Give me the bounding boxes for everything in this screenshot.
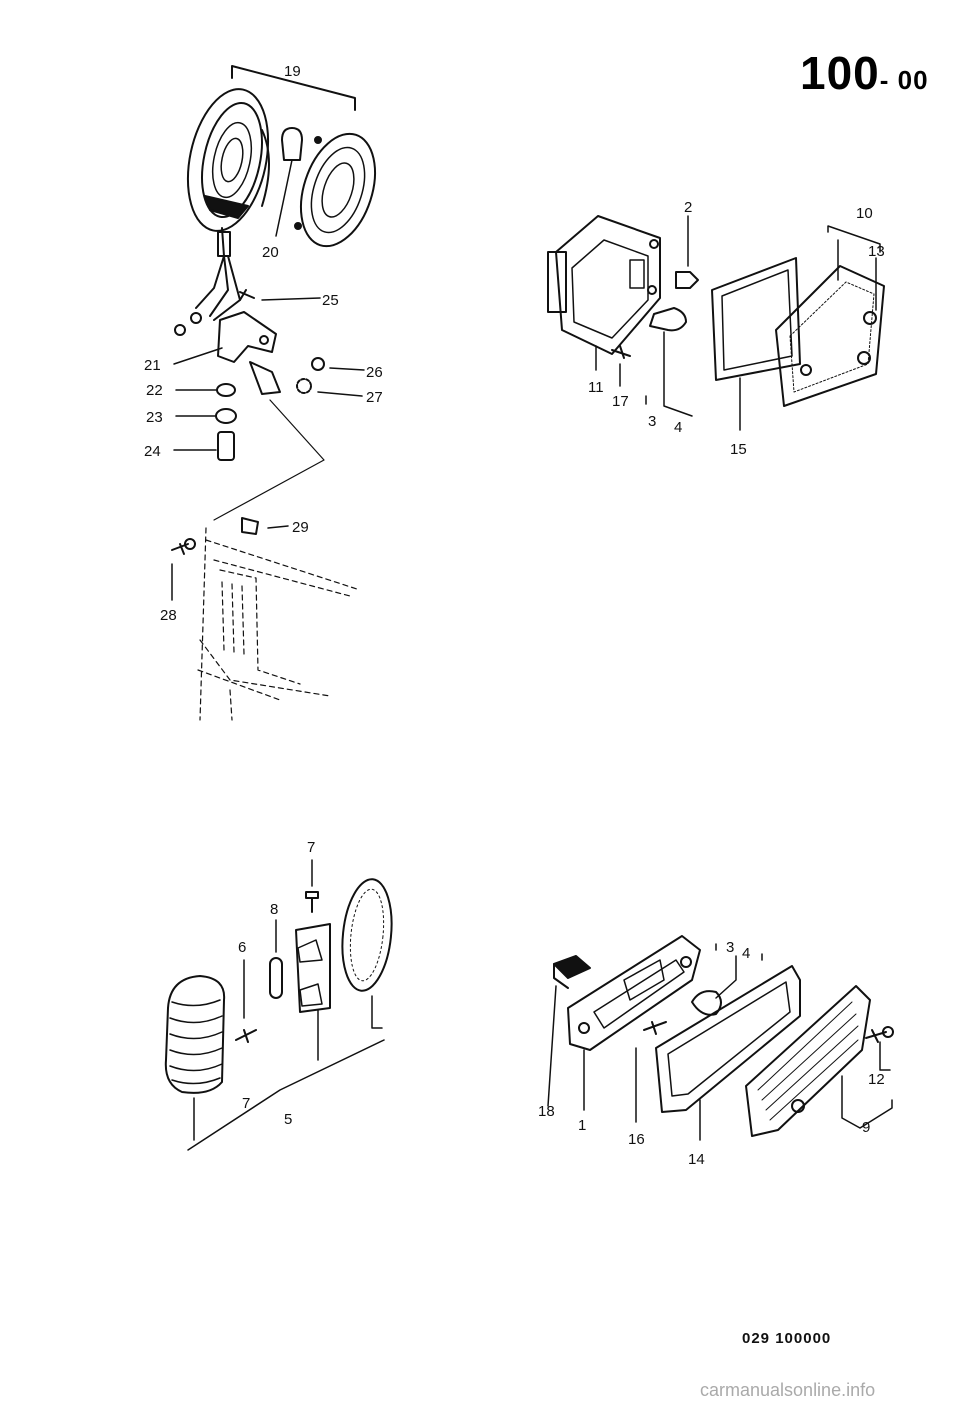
callout-22: 22 xyxy=(146,382,163,399)
lamp-lens xyxy=(300,132,376,248)
cable-sleeve xyxy=(217,231,231,257)
indicator-lens-9 xyxy=(745,985,871,1137)
indicator-housing-1 xyxy=(567,935,701,1051)
callout-labels: 19 20 25 21 22 23 24 26 27 29 28 2 10 13… xyxy=(144,63,885,1168)
screw-13b xyxy=(857,351,871,365)
indicator-assembly-bottom xyxy=(547,935,894,1141)
callout-6: 6 xyxy=(238,939,246,956)
round-lamp-assembly xyxy=(173,65,376,521)
bracket-19 xyxy=(231,65,356,111)
callout-2: 2 xyxy=(684,199,692,216)
callout-16: 16 xyxy=(628,1131,645,1148)
callout-20: 20 xyxy=(262,244,279,261)
callout-7-bottom: 7 xyxy=(242,1095,250,1112)
screw-16 xyxy=(643,1021,667,1035)
housing-base xyxy=(204,195,249,219)
mount-plate xyxy=(249,361,281,395)
page-code-suffix: - 00 xyxy=(879,65,929,95)
callout-3-bottom: 3 xyxy=(726,939,734,956)
callout-26: 26 xyxy=(366,364,383,381)
callout-19: 19 xyxy=(284,63,301,80)
callout-24: 24 xyxy=(144,443,161,460)
screw-7 xyxy=(305,891,319,913)
callout-23: 23 xyxy=(146,409,163,426)
screw-13a xyxy=(863,311,877,325)
callout-8: 8 xyxy=(270,901,278,918)
callout-11: 11 xyxy=(588,379,604,396)
watermark: carmanualsonline.info xyxy=(700,1380,876,1400)
callout-3-top: 3 xyxy=(648,413,656,430)
bulb-3-4-top xyxy=(649,307,687,332)
callout-10: 10 xyxy=(856,205,873,222)
indicator-housing-11 xyxy=(555,215,661,355)
bulb-8 xyxy=(269,957,283,999)
page-code: 100- 00 xyxy=(800,46,929,100)
screw-25 xyxy=(239,289,255,301)
screw-29 xyxy=(241,517,289,535)
connector-18 xyxy=(553,955,591,979)
callout-7-top: 7 xyxy=(307,839,315,856)
callout-13: 13 xyxy=(868,243,885,260)
callout-29: 29 xyxy=(292,519,309,536)
nut-23 xyxy=(215,408,237,424)
page-code-number: 100 xyxy=(800,47,880,99)
housing-mount xyxy=(547,251,567,313)
callout-14: 14 xyxy=(688,1151,705,1168)
lamp-housing-inner xyxy=(201,101,263,219)
gasket-14 xyxy=(655,965,801,1113)
callout-17: 17 xyxy=(612,393,629,410)
callout-1: 1 xyxy=(578,1117,586,1134)
lamp-housing xyxy=(186,88,270,232)
callout-9: 9 xyxy=(862,1119,870,1136)
spacer-24 xyxy=(217,431,235,461)
screw-6 xyxy=(235,1029,257,1043)
mount-bracket-21 xyxy=(217,311,277,363)
callout-27: 27 xyxy=(366,389,383,406)
vehicle-outline xyxy=(197,527,361,721)
callout-25: 25 xyxy=(322,292,339,309)
bulb-3-4-bottom xyxy=(691,990,722,1016)
callout-5: 5 xyxy=(284,1111,292,1128)
screw-28 xyxy=(171,538,196,601)
callout-4-top: 4 xyxy=(674,419,682,436)
bulb-holder xyxy=(295,923,331,1013)
indicator-assembly-top xyxy=(547,215,885,431)
screw-17 xyxy=(611,345,631,359)
bulb-2 xyxy=(675,271,699,289)
marker-housing xyxy=(164,975,226,1094)
marker-lens xyxy=(341,878,393,992)
callout-21: 21 xyxy=(144,357,161,374)
gasket-15 xyxy=(711,257,801,381)
indicator-lens-10 xyxy=(775,265,885,407)
washer-22 xyxy=(216,383,236,397)
callout-15: 15 xyxy=(730,441,747,458)
nut-26 xyxy=(311,357,325,371)
side-marker-assembly xyxy=(164,859,393,1151)
callout-12: 12 xyxy=(868,1071,885,1088)
callout-4-bottom: 4 xyxy=(742,945,750,962)
bulb-20 xyxy=(281,127,303,161)
document-number: 029 100000 xyxy=(742,1330,832,1347)
callout-18: 18 xyxy=(538,1103,555,1120)
callout-28: 28 xyxy=(160,607,177,624)
washer-27 xyxy=(296,378,312,394)
